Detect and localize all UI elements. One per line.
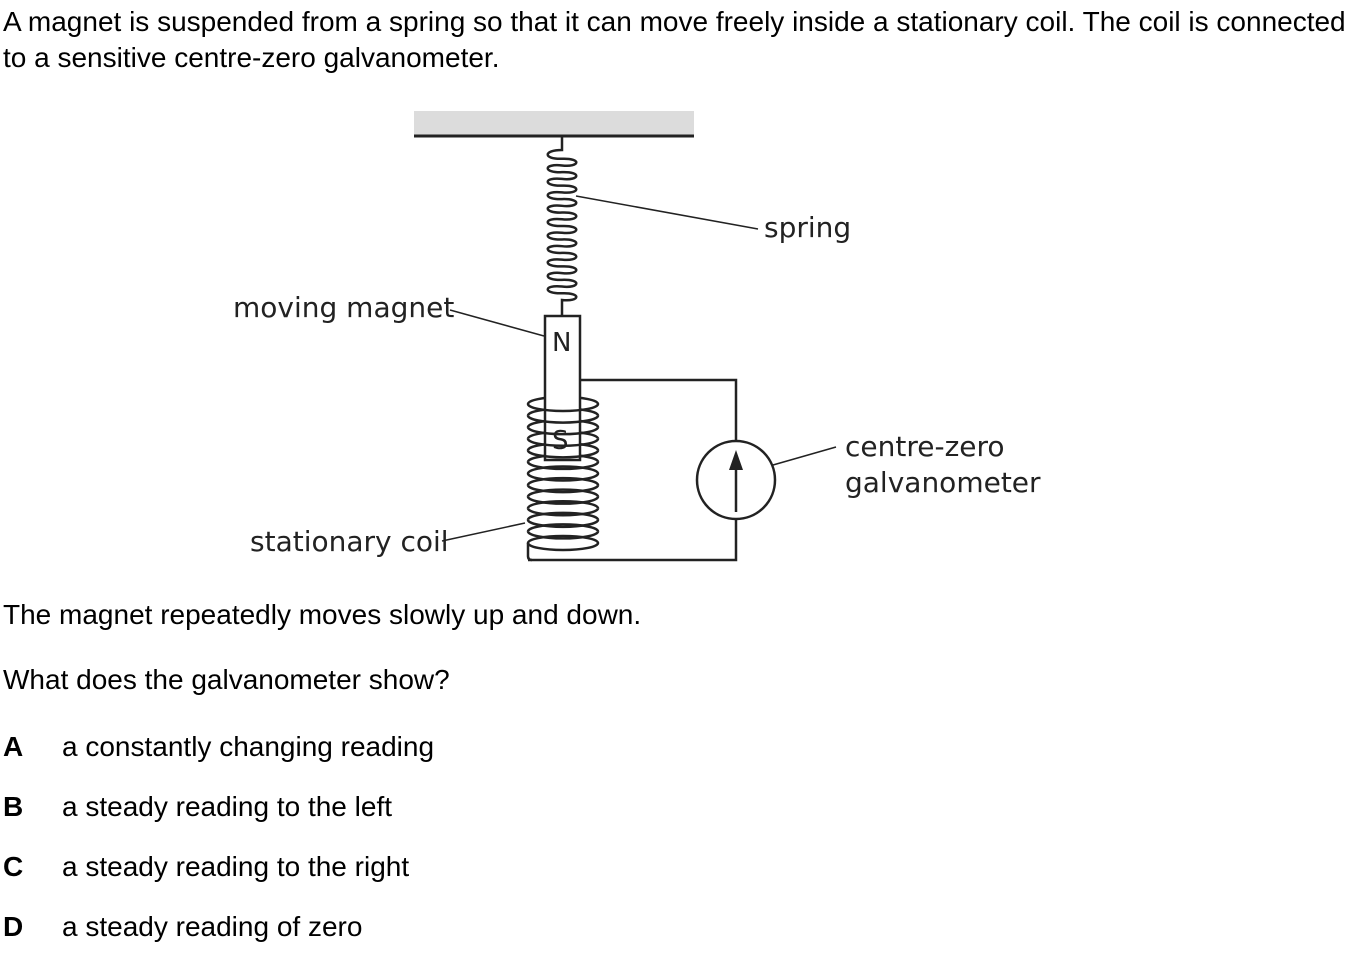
spring-label: spring bbox=[764, 211, 851, 244]
coil-front-turn bbox=[526, 507, 600, 517]
option-text: a steady reading of zero bbox=[62, 911, 363, 942]
south-pole-label: S bbox=[552, 426, 569, 456]
option-letter: A bbox=[3, 731, 24, 762]
coil-back-turn bbox=[526, 534, 600, 544]
stationary-coil-label: stationary coil bbox=[250, 525, 449, 558]
coil-front-turn bbox=[526, 449, 600, 459]
galvanometer-label-line1: centre-zero bbox=[845, 430, 1005, 463]
coil-back-turn bbox=[526, 500, 600, 509]
circuit-wires bbox=[528, 378, 738, 562]
option-letter: C bbox=[3, 851, 24, 882]
coil-front-turn bbox=[526, 426, 600, 436]
option-letter: D bbox=[3, 911, 24, 942]
coil-front-turn bbox=[526, 542, 600, 552]
coil-front-turn bbox=[526, 415, 600, 424]
coil-back-turn bbox=[526, 488, 600, 498]
coil-back-turn bbox=[526, 476, 600, 486]
coil-front-turn bbox=[526, 473, 600, 482]
option-text: a constantly changing reading bbox=[62, 731, 435, 762]
coil-front-turns bbox=[526, 403, 600, 562]
coil-front-turn bbox=[526, 519, 600, 529]
intro-text: A magnet is suspended from a spring so t… bbox=[3, 6, 1346, 73]
galvanometer bbox=[695, 439, 777, 521]
coil-front-turn bbox=[526, 461, 600, 471]
ceiling-support bbox=[414, 111, 694, 135]
coil-front-turn bbox=[526, 438, 600, 447]
north-pole-label: N bbox=[552, 328, 571, 358]
moving-magnet-label: moving magnet bbox=[233, 291, 454, 324]
spring bbox=[546, 136, 578, 316]
leader-lines bbox=[441, 195, 837, 542]
coil-front-turn bbox=[526, 403, 600, 413]
moving-magnet: N S bbox=[543, 314, 582, 462]
option-text: a steady reading to the right bbox=[62, 851, 410, 882]
magnet-coil-diagram: N S spring moving magnet stationary coil… bbox=[233, 111, 1041, 562]
statement-text: The magnet repeatedly moves slowly up an… bbox=[3, 599, 642, 630]
galvanometer-arrow-icon bbox=[729, 450, 743, 470]
coil-front-turn bbox=[526, 531, 600, 540]
coil-back-turn bbox=[526, 523, 600, 532]
coil-front-turn bbox=[526, 484, 600, 494]
option-letter: B bbox=[3, 791, 24, 822]
coil-back-turn bbox=[526, 465, 600, 474]
coil-front-turn bbox=[526, 496, 600, 505]
galvanometer-label-line2: galvanometer bbox=[845, 466, 1041, 499]
question-text: What does the galvanometer show? bbox=[3, 664, 450, 695]
option-text: a steady reading to the left bbox=[62, 791, 392, 822]
coil-back-turn bbox=[526, 511, 600, 521]
